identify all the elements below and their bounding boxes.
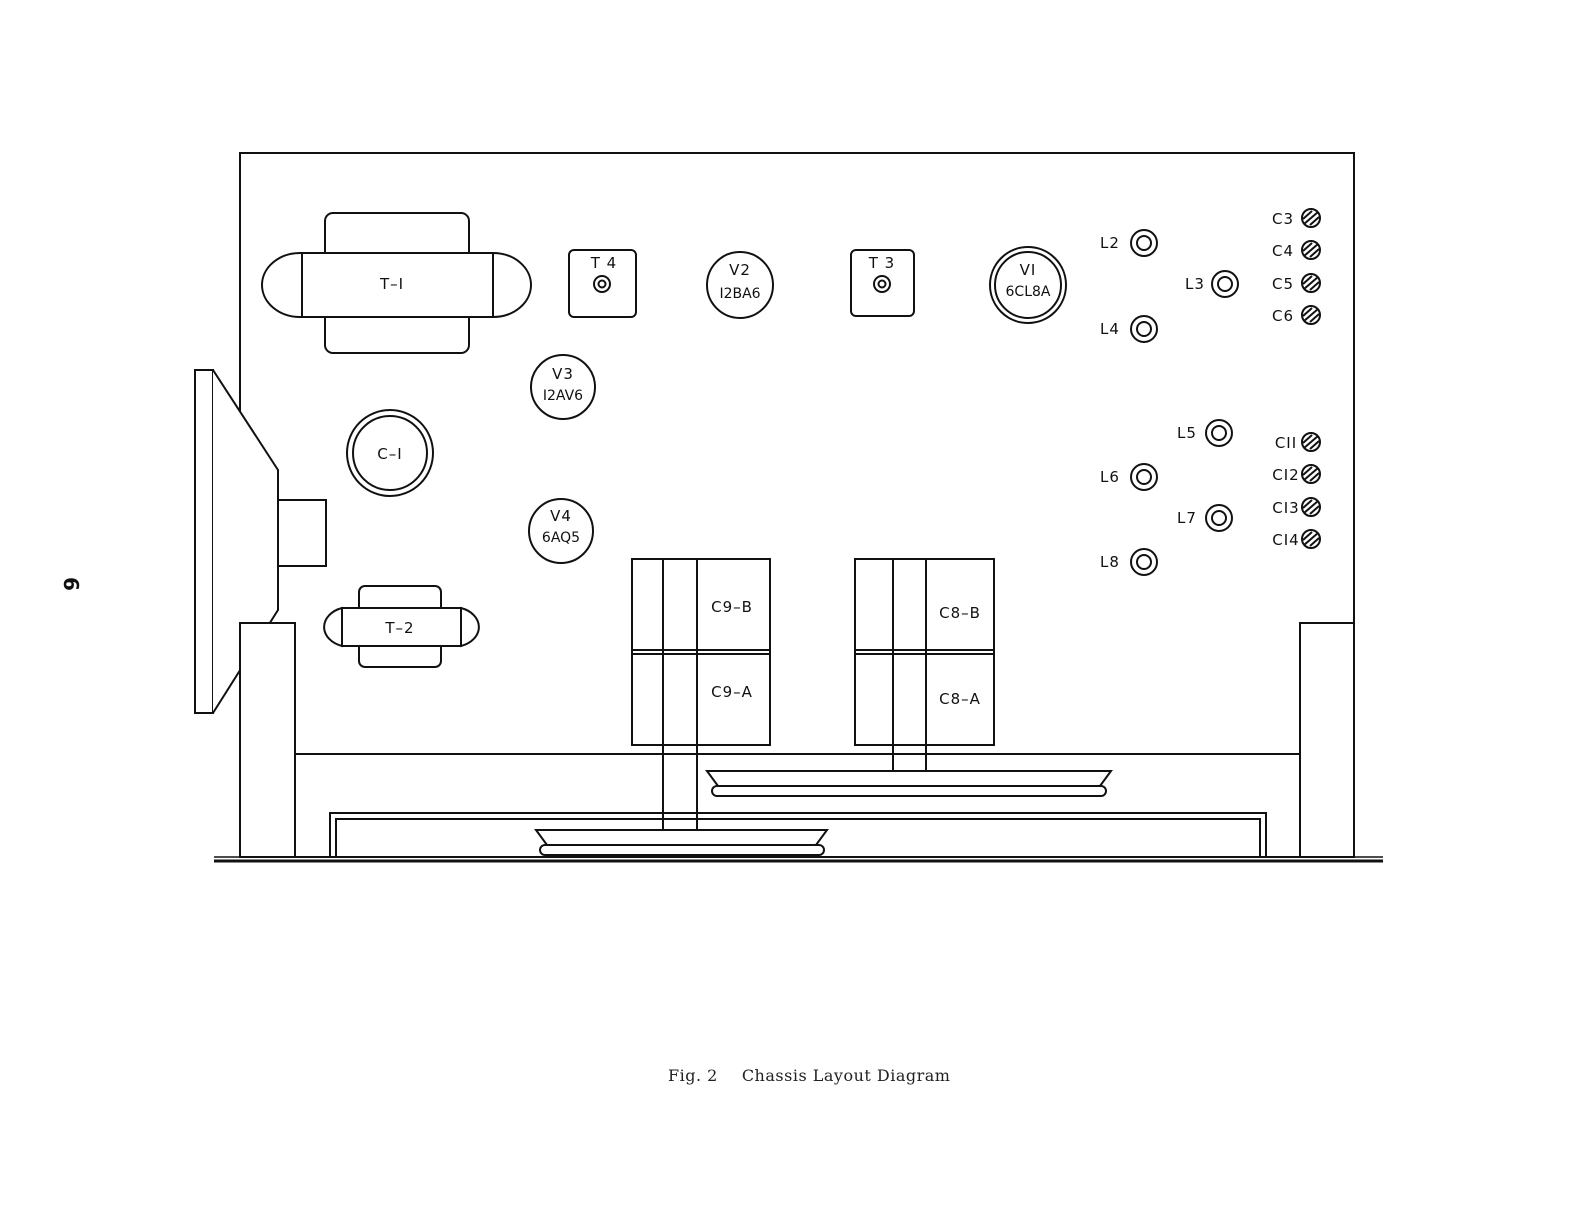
capacitor-c1: C–I: [346, 409, 434, 497]
v4-name: V4: [550, 507, 572, 525]
coil-label: L8: [1100, 553, 1120, 571]
figure-caption: Fig. 2 Chassis Layout Diagram: [668, 1066, 950, 1085]
trimmer-group: C3 C4 C5 C6 CII CI2 CI3 CI4: [1272, 208, 1321, 549]
trimmer-label: CI4: [1272, 531, 1299, 549]
t4-label: T 4: [590, 254, 617, 272]
figure-title: Chassis Layout Diagram: [741, 1066, 951, 1085]
trimmer-c3: C3: [1272, 208, 1321, 228]
coil-label: L4: [1100, 320, 1120, 338]
tuning-shafts: [662, 745, 927, 830]
coil-l6: L6: [1100, 463, 1158, 491]
v3-type: I2AV6: [543, 388, 583, 404]
t3-label: T 3: [868, 254, 895, 272]
transformer-t2: T–2: [323, 585, 480, 668]
tube-v3: V3 I2AV6: [530, 354, 596, 420]
coil-l8: L8: [1100, 548, 1158, 576]
transformer-t1: T–I: [261, 212, 532, 354]
v1-name: VI: [1020, 261, 1037, 279]
coil-group: L2 L3 L4 L5 L6 L7 L8: [1100, 229, 1239, 576]
trimmer-c5: C5: [1272, 273, 1321, 293]
coil-l5: L5: [1177, 419, 1233, 447]
right-bracket: [1299, 622, 1355, 858]
v2-type: I2BA6: [719, 286, 760, 302]
trimmer-label: C3: [1272, 210, 1294, 228]
coil-label: L5: [1177, 424, 1197, 442]
dial-pulley-lower: [534, 829, 829, 856]
left-bracket: [239, 622, 296, 858]
trimmer-label: C5: [1272, 275, 1294, 293]
c9b-label: C9–B: [711, 598, 753, 616]
chassis-shelf: [295, 753, 1300, 858]
tube-v2: V2 I2BA6: [706, 251, 774, 319]
trimmer-label: CII: [1275, 434, 1297, 452]
page-number: 6: [58, 577, 83, 591]
dial-pulley-upper: [705, 770, 1113, 797]
coil-label: L7: [1177, 509, 1197, 527]
coil-l3: L3: [1185, 270, 1239, 298]
t1-label: T–I: [379, 275, 404, 293]
gang-capacitor-c8: C8–B C8–A: [854, 558, 995, 746]
figure-number: Fig. 2: [668, 1066, 718, 1085]
coil-label: L3: [1185, 275, 1205, 293]
trimmer-c11: CII: [1275, 432, 1321, 452]
trimmer-c14: CI4: [1272, 529, 1321, 549]
c8b-label: C8–B: [939, 604, 981, 622]
trimmer-c12: CI2: [1272, 464, 1321, 484]
trimmer-c4: C4: [1272, 240, 1321, 260]
trimmer-c13: CI3: [1272, 497, 1321, 517]
coil-l2: L2: [1100, 229, 1158, 257]
v3-name: V3: [552, 365, 574, 383]
trimmer-label: CI2: [1272, 466, 1299, 484]
trimmer-c6: C6: [1272, 305, 1321, 325]
coil-label: L6: [1100, 468, 1120, 486]
tube-v4: V4 6AQ5: [528, 498, 594, 564]
tube-v1: VI 6CL8A: [989, 246, 1067, 324]
t2-label: T–2: [384, 619, 414, 637]
v2-name: V2: [729, 261, 751, 279]
coil-l4: L4: [1100, 315, 1158, 343]
trimmer-label: C4: [1272, 242, 1294, 260]
v1-type: 6CL8A: [1006, 284, 1051, 300]
c9a-label: C9–A: [711, 683, 753, 701]
trimmer-label: C6: [1272, 307, 1294, 325]
c1-label: C–I: [377, 445, 402, 463]
c8a-label: C8–A: [939, 690, 981, 708]
coil-label: L2: [1100, 234, 1120, 252]
gang-capacitor-c9: C9–B C9–A: [631, 558, 771, 746]
v4-type: 6AQ5: [542, 530, 580, 546]
coil-l7: L7: [1177, 504, 1233, 532]
trimmer-label: CI3: [1272, 499, 1299, 517]
transformer-t4: T 4: [568, 249, 637, 318]
transformer-t3: T 3: [850, 249, 915, 317]
